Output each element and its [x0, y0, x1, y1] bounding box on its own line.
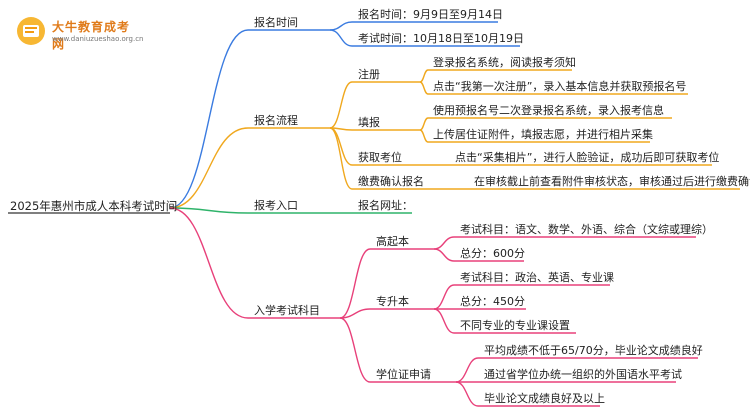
connector-exam-time: [329, 29, 353, 47]
node-seat: 获取考位: [358, 151, 402, 164]
connector-fill-1: [419, 117, 429, 131]
leaf-register-1: 登录报名系统，阅读报考须知: [433, 56, 576, 69]
connector-entry: [169, 207, 249, 214]
connector-degree-3: [455, 381, 479, 407]
logo-url: www.daniuzueshao.org.cn: [52, 35, 144, 43]
branch-subjects: 入学考试科目: [254, 304, 320, 317]
node-gaoqiben: 高起本: [376, 235, 409, 248]
connector-degree: [339, 317, 371, 383]
branch-entry: 报考入口: [254, 199, 298, 212]
leaf-fill-2: 上传居住证附件，填报志愿，并进行相片采集: [433, 128, 653, 141]
node-register: 注册: [358, 68, 380, 81]
leaf-degree-2: 通过省学位办统一组织的外国语水平考试: [484, 368, 682, 381]
connector-gaoqiben: [339, 248, 371, 319]
leaf-zsb-note: 不同专业的专业课设置: [460, 319, 570, 332]
leaf-fill-1: 使用预报名号二次登录报名系统，录入报考信息: [433, 104, 664, 117]
connector-register: [329, 81, 353, 129]
connector-signup-time: [329, 21, 353, 31]
book-logo-icon: [17, 17, 45, 45]
node-degree: 学位证申请: [376, 368, 431, 381]
connector-fill-2: [419, 129, 429, 143]
node-fill: 填报: [358, 116, 380, 129]
connector-process: [169, 127, 249, 209]
root-topic: 2025年惠州市成人本科考试时间: [10, 199, 178, 213]
leaf-exam-time: 考试时间：10月18日至10月19日: [358, 32, 524, 45]
branch-time: 报名时间: [254, 16, 298, 29]
connector-zsb-1: [433, 284, 455, 310]
connector-degree-1: [455, 357, 479, 383]
connector-confirm: [329, 127, 353, 190]
logo: 大牛教育成考网 www.daniuzueshao.org.cn: [16, 14, 143, 51]
leaf-degree-1: 平均成绩不低于65/70分，毕业论文成绩良好: [484, 344, 703, 357]
leaf-entry-url: 报名网址：: [358, 199, 413, 212]
leaf-zsb-total: 总分：450分: [460, 295, 525, 308]
connector-register-2: [419, 81, 429, 95]
leaf-zsb-subjects: 考试科目：政治、英语、专业课: [460, 271, 614, 284]
leaf-confirm-1: 在审核截止前查看附件审核状态，审核通过后进行缴费确认: [474, 175, 750, 188]
leaf-gqb-total: 总分：600分: [460, 247, 525, 260]
leaf-gqb-subjects: 考试科目：语文、数学、外语、综合（文综或理综）: [460, 223, 713, 236]
connector-subjects: [169, 207, 249, 319]
connector-register-1: [419, 69, 429, 83]
leaf-signup-time: 报名时间：9月9日至9月14日: [358, 8, 503, 21]
leaf-degree-3: 毕业论文成绩良好及以上: [484, 392, 605, 405]
leaf-register-2: 点击“我第一次注册”，录入基本信息并获取预报名号: [433, 80, 687, 93]
connector-time: [169, 29, 249, 209]
connector-gqb-2: [433, 248, 455, 262]
connector-gqb-1: [433, 236, 455, 250]
leaf-seat-1: 点击“采集相片”，进行人脸验证，成功后即可获取考位: [455, 151, 720, 164]
node-zhuanshengben: 专升本: [376, 295, 409, 308]
node-confirm: 缴费确认报名: [358, 175, 424, 188]
branch-process: 报名流程: [254, 114, 298, 127]
connector-zsb-3: [433, 308, 455, 334]
logo-name: 大牛教育成考网: [52, 20, 131, 51]
connector-zhuanshengben: [339, 308, 371, 319]
